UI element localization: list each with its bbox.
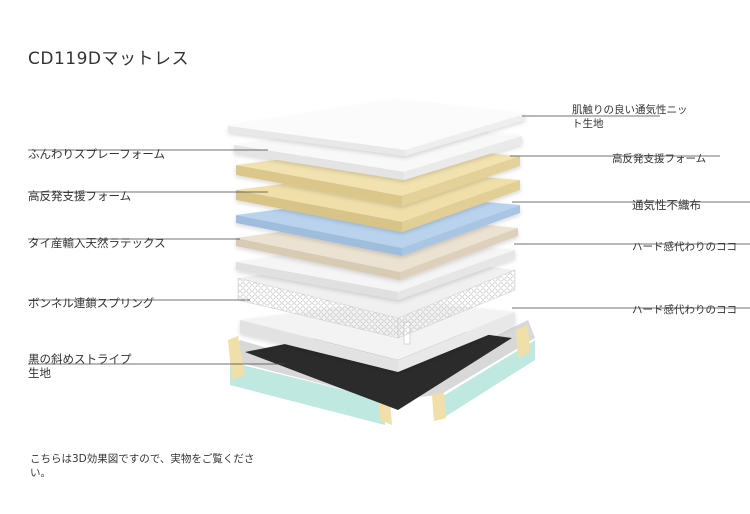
label-high-res-foam-right: 高反発支援フォーム <box>612 153 707 165</box>
page-title: CD119Dマットレス <box>28 49 189 69</box>
label-spray-foam: ふんわりスプレーフォーム <box>28 147 165 161</box>
label-high-res-foam-left: 高反発支援フォーム <box>28 189 132 203</box>
label-knit-line1: 肌触りの良い通気性ニッ <box>572 104 688 116</box>
mint-side-right <box>440 340 535 420</box>
label-knit-line2: ト生地 <box>572 118 604 130</box>
label-stripe-fabric-line1: 黒の斜めストライプ <box>28 352 132 366</box>
disclaimer-note: こちらは3D効果図ですので、実物をご覧ください。 <box>30 453 255 479</box>
mint-side-left <box>230 362 385 425</box>
label-bonnell-springs: ボンネル連鎖スプリング <box>28 296 155 310</box>
layer-knit-top <box>228 100 525 156</box>
label-coconut-1: ハード感代わりのココ <box>632 241 737 253</box>
label-nonwoven: 通気性不織布 <box>632 198 701 212</box>
label-stripe-fabric-line2: 生地 <box>28 366 51 380</box>
label-latex: タイ産輸入天然ラテックス <box>28 236 166 250</box>
label-coconut-2: ハード感代わりのココ <box>632 304 737 316</box>
leader-lines <box>28 115 750 365</box>
